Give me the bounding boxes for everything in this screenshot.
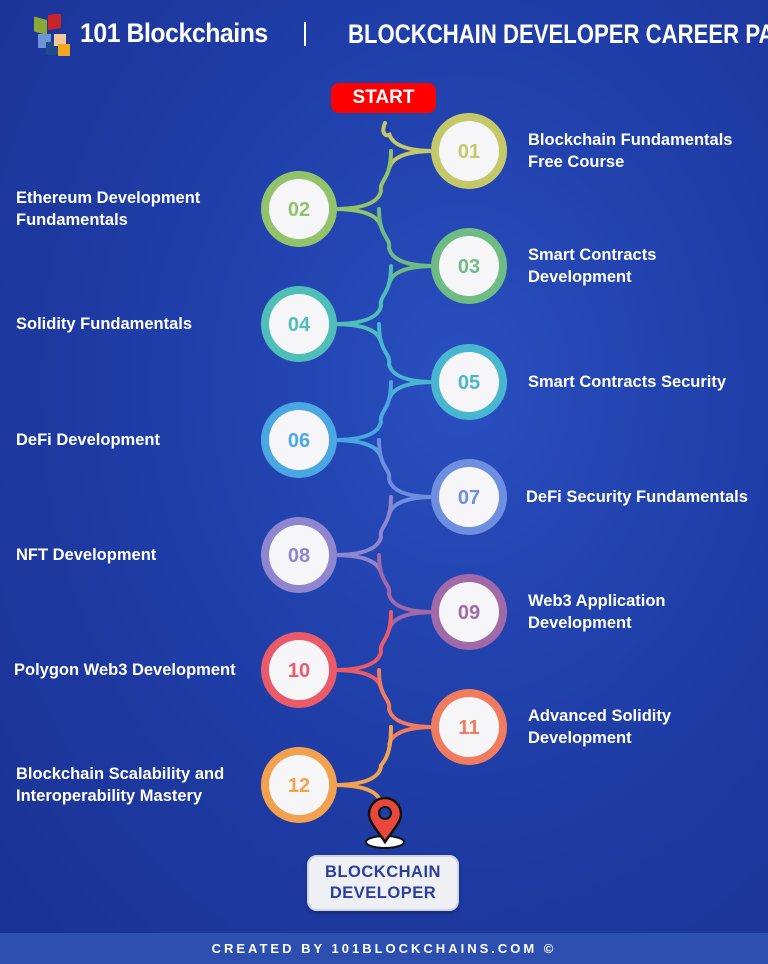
path-segment <box>381 121 437 153</box>
step-label: DeFi Development <box>16 429 160 451</box>
step-label-line: Web3 Application <box>528 592 666 610</box>
step-circle <box>269 755 329 815</box>
step-number: 04 <box>288 314 311 336</box>
step-number: 08 <box>288 545 310 567</box>
step-label: Polygon Web3 Development <box>14 659 236 681</box>
divider <box>304 22 306 46</box>
path-branch <box>332 322 383 343</box>
brand-logo-icon <box>34 14 70 56</box>
step-circle <box>269 640 329 700</box>
step-number: 09 <box>458 602 480 624</box>
step-label-line: Advanced Solidity <box>528 707 672 725</box>
step-number: 12 <box>288 775 310 797</box>
path-segment <box>377 207 437 268</box>
step-label-line: Blockchain Scalability and <box>16 765 225 783</box>
step-label-line: Development <box>528 268 632 286</box>
path-segment <box>331 495 393 557</box>
step-label: Smart Contracts Security <box>528 371 726 393</box>
step-label-line: Solidity Fundamentals <box>16 315 193 333</box>
path-branch <box>387 149 436 170</box>
step-circle <box>269 525 329 585</box>
step-circle <box>439 467 499 527</box>
step-label: Solidity Fundamentals <box>16 313 192 335</box>
step-number: 02 <box>288 199 310 221</box>
step-number: 01 <box>458 141 480 163</box>
path-segment <box>377 322 437 384</box>
step-circle <box>439 352 499 412</box>
step-circle <box>439 236 499 296</box>
path-segment <box>377 438 437 499</box>
step-label-line: Smart Contracts Security <box>528 373 727 391</box>
footer: CREATED BY 101BLOCKCHAINS.COM © <box>0 933 768 964</box>
step-circle <box>269 410 329 470</box>
step-label-line: Development <box>528 614 632 632</box>
path-branch <box>387 610 436 631</box>
step-circle <box>439 582 499 642</box>
step-number: 03 <box>458 256 480 278</box>
path-branch <box>332 668 383 689</box>
path-segment <box>331 149 393 211</box>
step-number: 10 <box>288 660 310 682</box>
step-label-line: NFT Development <box>16 546 157 564</box>
destination-line: DEVELOPER <box>329 884 437 902</box>
step-number: 07 <box>458 487 480 509</box>
path-branch <box>332 207 383 228</box>
page-title: BLOCKCHAIN DEVELOPER CAREER PATH <box>348 19 768 49</box>
path-branch <box>387 380 436 401</box>
step-circle <box>439 697 499 757</box>
destination-box: BLOCKCHAIN DEVELOPER <box>307 855 459 911</box>
path-segment <box>331 380 393 442</box>
step-label-line: Ethereum Development <box>16 189 201 207</box>
path-branch <box>387 264 436 285</box>
path-branch <box>387 725 436 746</box>
step-label-line: Interoperability Mastery <box>16 787 203 805</box>
step-label: NFT Development <box>16 544 156 566</box>
step-label-line: Development <box>528 729 632 747</box>
step-circle <box>439 121 499 181</box>
path-branch <box>387 495 436 516</box>
brand-name: 101 Blockchains <box>80 18 268 48</box>
path-segment <box>331 725 393 787</box>
step-label-line: Smart Contracts <box>528 246 657 264</box>
step-label-line: Polygon Web3 Development <box>14 661 236 679</box>
path-segment <box>331 264 393 326</box>
step-label-line: Fundamentals <box>16 211 128 229</box>
map-pin-icon <box>365 796 405 849</box>
step-label-line: Blockchain Fundamentals <box>528 131 733 149</box>
step-label-line: Free Course <box>528 153 625 171</box>
step-number: 05 <box>458 372 480 394</box>
step-number: 11 <box>458 717 479 739</box>
path-segment <box>377 668 437 729</box>
destination-line: BLOCKCHAIN <box>325 863 441 881</box>
step-circle <box>269 179 329 239</box>
step-number: 06 <box>288 430 310 452</box>
path-branch <box>332 553 383 574</box>
step-label: DeFi Security Fundamentals <box>526 486 748 508</box>
path-segment <box>331 610 393 672</box>
step-label-line: DeFi Development <box>16 431 160 449</box>
start-badge: START <box>331 83 436 113</box>
header: 101 Blockchains BLOCKCHAIN DEVELOPER CAR… <box>0 0 768 70</box>
step-circle <box>269 294 329 354</box>
path-branch <box>332 438 383 459</box>
path-segment <box>377 553 437 614</box>
step-label-line: DeFi Security Fundamentals <box>526 488 748 506</box>
